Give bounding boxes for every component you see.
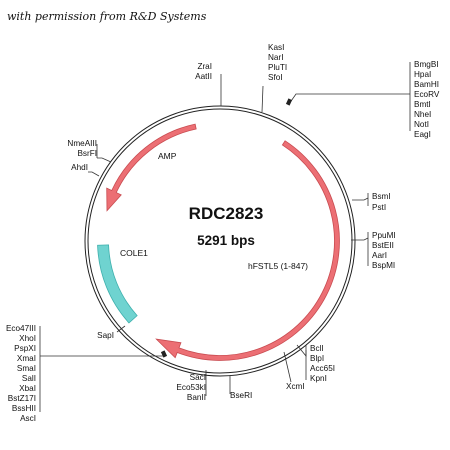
site-asci: AscI	[20, 414, 36, 423]
site-bsrfi: BsrFI	[77, 149, 97, 158]
label-insert: hFSTL5 (1-847)	[248, 261, 308, 271]
site-noti: NotI	[414, 120, 429, 129]
site-bsmi: BsmI	[372, 192, 391, 201]
site-smai: SmaI	[17, 364, 36, 373]
tick-xcmi	[283, 351, 292, 383]
label-cole1: COLE1	[120, 248, 148, 258]
tick-bmgbi	[288, 93, 410, 105]
site-bsteii: BstEII	[372, 241, 394, 250]
site-nmeaiii: NmeAIII	[67, 139, 97, 148]
site-eco47iii: Eco47III	[6, 324, 36, 333]
site-bseri: BseRI	[230, 391, 252, 400]
site-pluti: PluTI	[268, 63, 287, 72]
site-xcmi: XcmI	[286, 382, 305, 391]
tick-bsmi	[352, 197, 369, 201]
site-nari: NarI	[268, 53, 283, 62]
site-ppumi: PpuMI	[372, 231, 396, 240]
mcs-marker-left	[160, 350, 168, 358]
site-ticks	[39, 62, 411, 412]
site-pspxi: PspXI	[14, 344, 36, 353]
plasmid-size: 5291 bps	[197, 233, 255, 248]
site-banii: BanII	[187, 393, 206, 402]
site-psti: PstI	[372, 203, 386, 212]
site-kasi: KasI	[268, 43, 284, 52]
credit-text: with permission from R&D Systems	[7, 10, 207, 23]
site-xhoi: XhoI	[19, 334, 36, 343]
tick-ahdi	[88, 171, 100, 177]
site-hpai: HpaI	[414, 70, 431, 79]
site-aatii: AatII	[195, 72, 212, 81]
site-bmti: BmtI	[414, 100, 431, 109]
tick-nmeaiii	[97, 157, 112, 163]
site-sali: SalI	[22, 374, 36, 383]
site-bmgbi: BmgBI	[414, 60, 439, 69]
mcs-marker-right	[285, 98, 293, 106]
site-acc65i: Acc65I	[310, 364, 335, 373]
insert-arrow	[155, 140, 340, 361]
site-xbai: XbaI	[19, 384, 36, 393]
backbone-outer	[84, 105, 356, 377]
amp-arrow	[106, 123, 197, 212]
site-saci: SacI	[190, 373, 206, 382]
site-ecorv: EcoRV	[414, 90, 440, 99]
site-bspmi: BspMI	[372, 261, 395, 270]
site-ahdi: AhdI	[71, 163, 88, 172]
backbone-inner	[87, 108, 353, 374]
tick-sapi	[116, 325, 126, 333]
site-eco53ki: Eco53kI	[176, 383, 206, 392]
site-sapi: SapI	[97, 331, 114, 340]
site-bamhi: BamHI	[414, 80, 439, 89]
tick-ppumi	[351, 237, 369, 241]
site-bsshii: BssHII	[12, 404, 36, 413]
site-bstz17i: BstZ17I	[8, 394, 36, 403]
site-kpni: KpnI	[310, 374, 327, 383]
site-zrai: ZraI	[197, 62, 212, 71]
site-nhei: NheI	[414, 110, 431, 119]
site-aari: AarI	[372, 251, 387, 260]
site-xmai: XmaI	[17, 354, 36, 363]
tick-kasi	[261, 85, 264, 113]
label-amp: AMP	[158, 151, 177, 161]
site-bcli: BclI	[310, 344, 324, 353]
site-eagi: EagI	[414, 130, 431, 139]
cole1-block	[97, 244, 138, 324]
site-blpi: BlpI	[310, 354, 324, 363]
plasmid-name: RDC2823	[189, 204, 264, 223]
site-sfoi: SfoI	[268, 73, 283, 82]
